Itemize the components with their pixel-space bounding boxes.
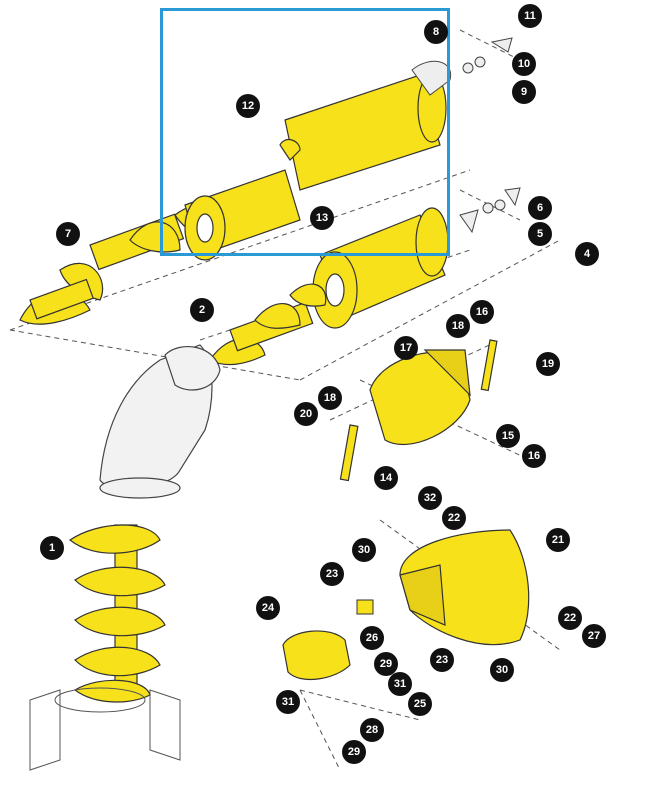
callout-20: 20 [294,402,318,426]
lower-auger [209,283,327,366]
callout-2: 2 [190,298,214,322]
callout-15: 15 [496,424,520,448]
callout-25: 25 [408,692,432,716]
callout-31-right: 31 [388,672,412,696]
tube-13 [312,207,449,329]
hood-21 [399,529,530,646]
hardware [411,37,521,234]
hood-14 [339,339,498,482]
callout-17: 17 [394,336,418,360]
upper-auger [19,205,222,325]
callout-31-left: 31 [276,690,300,714]
callout-13: 13 [310,206,334,230]
callout-8: 8 [424,20,448,44]
callout-32: 32 [418,486,442,510]
callout-24: 24 [256,596,280,620]
callout-18-left: 18 [318,386,342,410]
callout-19: 19 [536,352,560,376]
callout-18-right: 18 [446,314,470,338]
vertical-auger [68,524,166,703]
callout-16-top: 16 [470,300,494,324]
tube-12 [184,73,447,261]
callout-1: 1 [40,536,64,560]
callout-6: 6 [528,196,552,220]
callout-29-top: 29 [374,652,398,676]
base-frame [29,687,181,771]
callout-10: 10 [512,52,536,76]
callout-30-left: 30 [352,538,376,562]
callout-14: 14 [374,466,398,490]
callout-7: 7 [56,222,80,246]
callout-22-right: 22 [558,606,582,630]
callout-26: 26 [360,626,384,650]
callout-23-bottom: 23 [430,648,454,672]
callout-28: 28 [360,718,384,742]
highlight-box [160,8,450,256]
callout-5: 5 [528,222,552,246]
callout-22-top: 22 [442,506,466,530]
callout-21: 21 [546,528,570,552]
callout-29-bottom: 29 [342,740,366,764]
callout-27: 27 [582,624,606,648]
callout-9: 9 [512,80,536,104]
callout-4: 4 [575,242,599,266]
part-23-block [356,599,374,615]
callout-11: 11 [518,4,542,28]
chute-housing [99,344,221,499]
callout-23-top: 23 [320,562,344,586]
callout-16-bottom: 16 [522,444,546,468]
callout-30-right: 30 [490,658,514,682]
callout-12: 12 [236,94,260,118]
deflector-24 [282,630,351,680]
